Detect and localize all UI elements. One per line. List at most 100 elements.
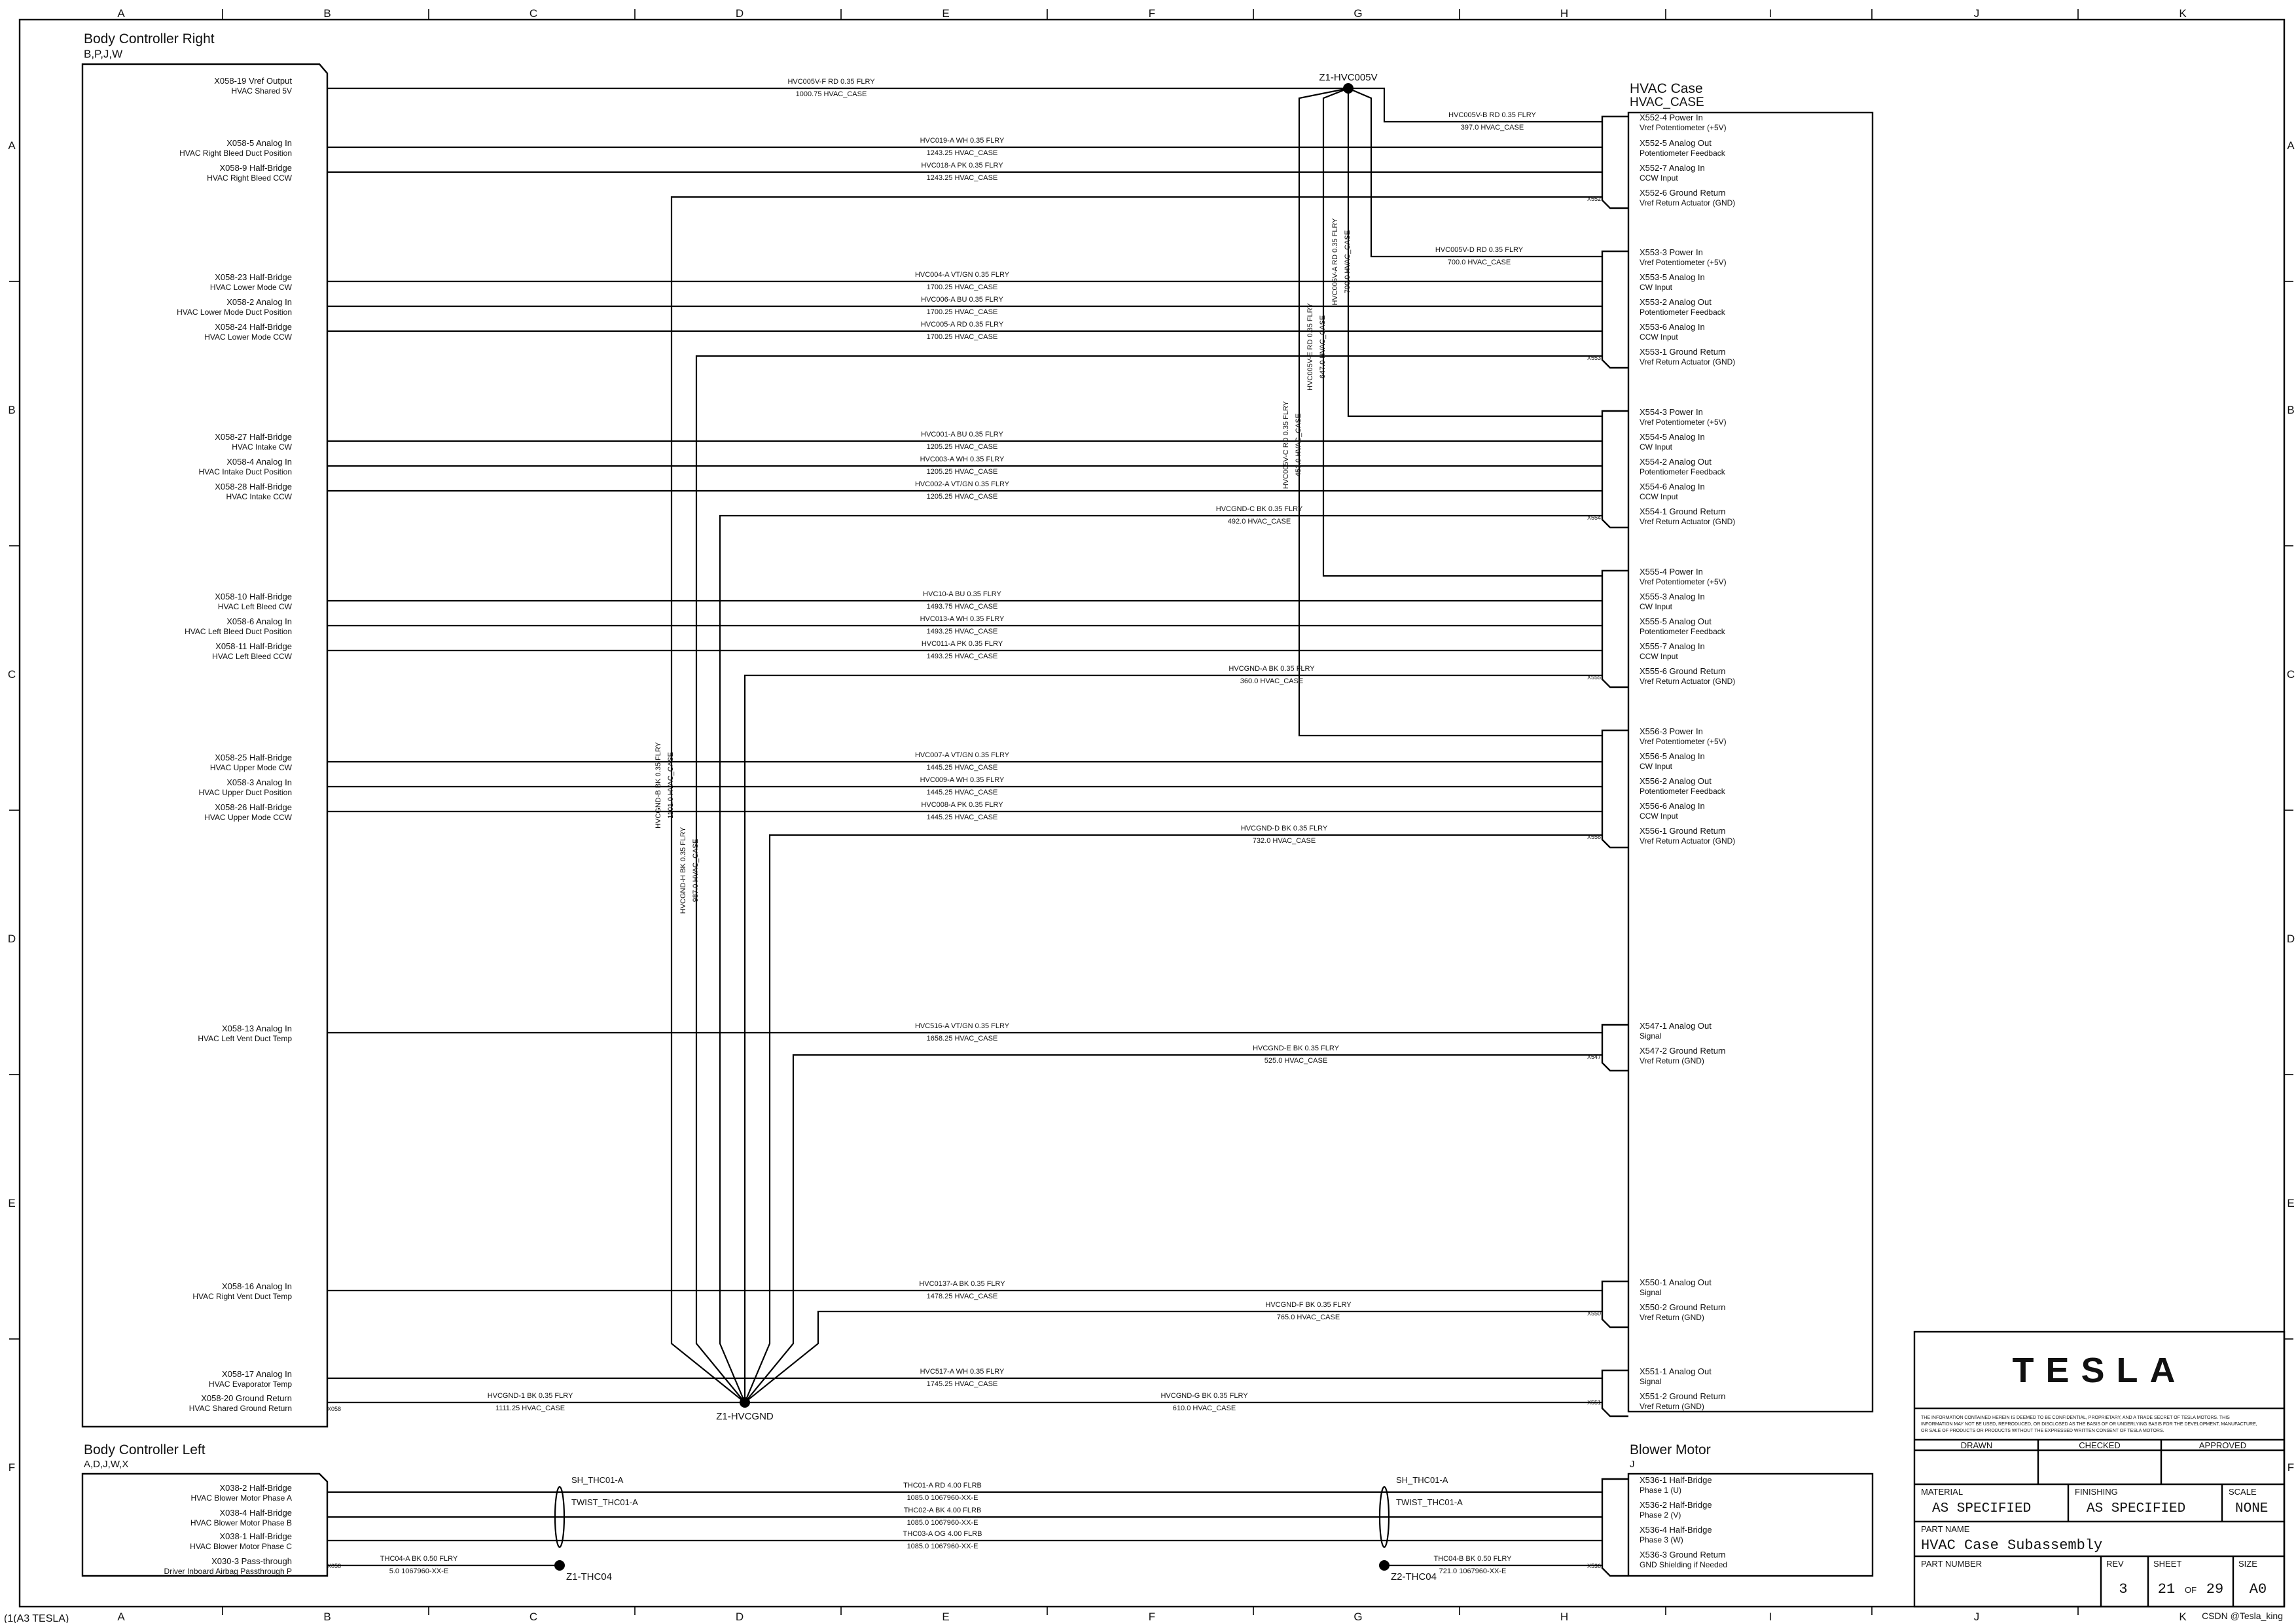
tb-part-number-label: PART NUMBER [1921,1559,1982,1569]
left-component2-options: A,D,J,W,X [84,1459,128,1470]
right-pin-desc: Potentiometer Feedback [1640,467,1726,476]
left-pin-desc: HVAC Right Bleed Duct Position [179,149,292,158]
tb-rev: 3 [2119,1581,2127,1597]
grid-column-label-bottom: K [2179,1611,2187,1623]
wire-label-length: 1658.25 HVAC_CASE [927,1035,998,1043]
wire-label-spec: HVCGND-A BK 0.35 FLRY [1229,665,1315,673]
wire-label-spec: HVC007-A VT/GN 0.35 FLRY [915,751,1010,759]
grid-column-label-top: E [942,7,949,20]
wire-label-spec: HVC002-A VT/GN 0.35 FLRY [915,480,1010,488]
right-pin-desc: Vref Return Actuator (GND) [1640,517,1735,526]
right-pin-desc: Potentiometer Feedback [1640,787,1726,796]
grid-column-label-top: D [736,7,744,20]
vwire-label-length: 453.0 HVAC_CASE [1295,414,1302,476]
wire-label-length: 5.0 1067960-XX-E [389,1567,449,1575]
vwire-label-length: 1101.0 HVAC_CASE [667,752,675,819]
tb-of-label: OF [2185,1585,2197,1595]
left2-pin-desc: HVAC Blower Motor Phase A [190,1493,292,1503]
right-pin-label: X555-7 Analog In [1640,641,1705,651]
left2-pin-label: X038-4 Half-Bridge [219,1508,292,1518]
shield-label: SH_THC01-A [1396,1475,1448,1485]
left-pin-label: X058-5 Analog In [226,138,292,148]
left-pin-label: X058-4 Analog In [226,457,292,467]
grid-column-label-bottom: C [529,1611,537,1623]
wire-label-length: 1205.25 HVAC_CASE [927,493,998,501]
shield-label: SH_THC01-A [571,1475,624,1485]
right-pin-label: X552-4 Power In [1640,113,1703,122]
right-pin-desc: CCW Input [1640,332,1678,342]
shield-twist-loop [554,1486,565,1548]
blower-motor-box [1627,1472,1874,1577]
right-pin-label: X547-2 Ground Return [1640,1046,1726,1056]
right-pin-desc: Vref Potentiometer (+5V) [1640,123,1727,132]
wire-label-spec: HVCGND-E BK 0.35 FLRY [1253,1044,1340,1052]
wire-label-spec: HVC008-A PK 0.35 FLRY [921,801,1003,809]
grid-column-label-top: I [1769,7,1772,20]
right-component-title: HVAC Case [1630,81,1703,96]
wire-label-spec: HVC001-A BU 0.35 FLRY [921,431,1003,438]
left-pin-label: X058-23 Half-Bridge [215,272,292,282]
splice-label-vref: Z1-HVC005V [1319,72,1377,83]
right-pin-desc: Vref Potentiometer (+5V) [1640,258,1727,267]
splice-label-thc-left: Z1-THC04 [566,1571,612,1582]
wire-label-length: 1493.25 HVAC_CASE [927,628,998,635]
ground-return-wire [744,1054,1602,1403]
tb-sheet: 21 [2158,1581,2175,1597]
tb-finishing-label: FINISHING [2075,1487,2118,1497]
wire-label-length: 1085.0 1067960-XX-E [907,1543,978,1550]
vwire-label-spec: HVCGND-H BK 0.35 FLRY [679,827,687,914]
grid-column-label-top: G [1354,7,1362,20]
tb-part-name: HVAC Case Subassembly [1921,1537,2102,1554]
grid-column-label-bottom: I [1769,1611,1772,1623]
tb-part-name-label: PART NAME [1921,1524,1970,1534]
left-pin-desc: HVAC Evaporator Temp [209,1380,292,1389]
right-connector-tag: X554 [1587,514,1601,521]
right-pin-desc: CCW Input [1640,492,1678,501]
right-pin-label: X553-1 Ground Return [1640,347,1726,357]
tb-sheet-label: SHEET [2153,1559,2181,1569]
right-connector-tag: X556 [1587,834,1601,840]
hvac-connector-shell [1601,410,1628,529]
right-pin-desc: Vref Return (GND) [1640,1056,1704,1065]
right-pin-desc: CCW Input [1640,652,1678,661]
right-pin-label: X555-3 Analog In [1640,592,1705,601]
hvac-connector-shell [1601,1280,1628,1329]
confidential-notice: THE INFORMATION CONTAINED HEREIN IS DEEM… [1921,1416,2230,1420]
left-pin-label: X058-9 Half-Bridge [219,163,292,173]
wire-label-length: 1243.25 HVAC_CASE [927,149,998,157]
grid-row-label-left: D [8,933,16,945]
vwire-label-spec: HVC005V-E RD 0.35 FLRY [1306,302,1314,390]
right-connector-tag: X553 [1587,355,1601,361]
wire-label-length: 1700.25 HVAC_CASE [927,308,998,316]
grid-column-label-bottom: B [323,1611,331,1623]
wire-label-spec: HVC0137-A BK 0.35 FLRY [919,1280,1005,1288]
grid-row-label-left: A [8,139,16,152]
right-component-subtitle: HVAC_CASE [1630,96,1704,109]
vref-wire-e [1322,87,1602,577]
right-pin-desc: Vref Return Actuator (GND) [1640,836,1735,846]
vref-wire-c [1298,87,1602,737]
right-pin-label: X556-6 Analog In [1640,801,1705,811]
wire-label-spec: HVC517-A WH 0.35 FLRY [920,1368,1005,1376]
right-pin-desc: Signal [1640,1377,1661,1386]
right-connector-tag: X552 [1587,196,1601,202]
left-pin-desc: HVAC Lower Mode Duct Position [177,308,292,317]
left-pin-desc: HVAC Lower Mode CCW [204,332,292,342]
hvac-connector-shell [1601,1369,1628,1418]
blower-connector-tag: X536 [1587,1563,1601,1569]
right-pin-desc: Vref Potentiometer (+5V) [1640,418,1727,427]
right-pin-label: X554-2 Analog Out [1640,457,1712,467]
vwire-label-length: 700.0 HVAC_CASE [1344,230,1352,293]
right-pin-label: X554-3 Power In [1640,407,1703,417]
left2-pin-label: X030-3 Pass-through [211,1556,292,1566]
left-pin-desc: HVAC Upper Mode CW [210,763,293,772]
left-pin-desc: HVAC Intake CCW [226,492,293,501]
wire-label-length: 1205.25 HVAC_CASE [927,468,998,476]
right-pin-label: X555-6 Ground Return [1640,666,1726,676]
right-pin-label: X555-5 Analog Out [1640,616,1712,626]
grid-column-label-bottom: A [117,1611,125,1623]
left-pin-label: X058-27 Half-Bridge [215,432,292,442]
right-pin-desc: Signal [1640,1288,1661,1297]
